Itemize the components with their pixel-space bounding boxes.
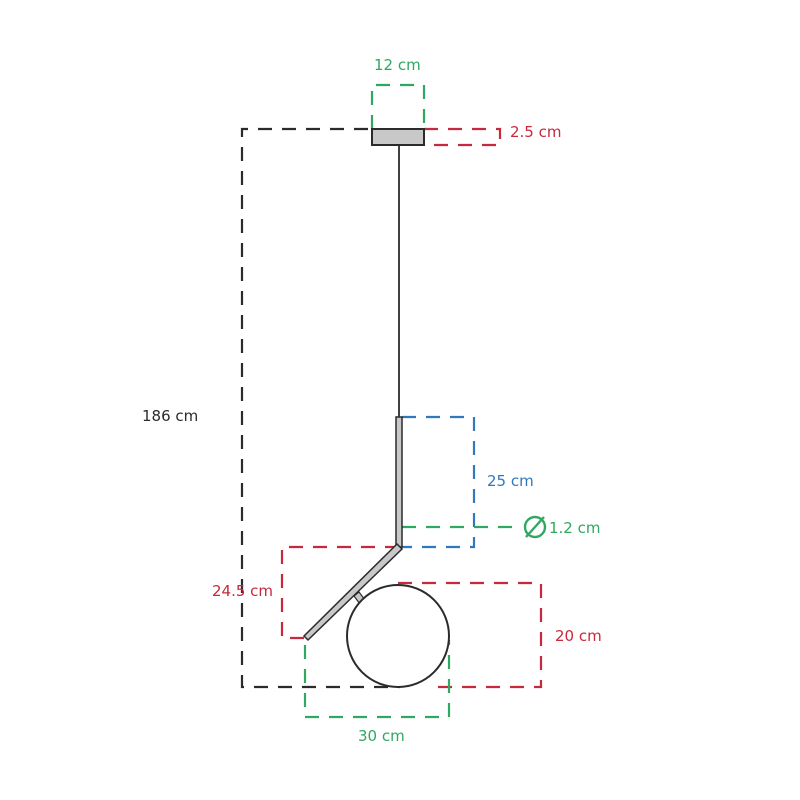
rod-length-guide <box>402 415 476 549</box>
canopy-height-guide <box>424 127 502 147</box>
vertical-rod <box>395 416 403 548</box>
canopy-width-label: 12 cm <box>374 56 421 74</box>
globe <box>346 584 450 688</box>
total-height-label: 186 cm <box>142 407 198 425</box>
arm-drop-guide <box>280 545 399 640</box>
canopy-height-label: 2.5 cm <box>510 123 561 141</box>
diagonal-arm <box>302 542 404 642</box>
globe-diameter-label: 20 cm <box>555 627 602 645</box>
arm-drop-label: 24.5 cm <box>212 582 273 600</box>
total-width-label: 30 cm <box>358 727 405 745</box>
canopy <box>371 128 425 146</box>
canopy-width-guide <box>370 83 426 129</box>
diameter-symbol-icon <box>523 515 547 539</box>
rod-diameter-label: 1.2 cm <box>549 519 600 537</box>
globe-diameter-guide <box>398 581 543 689</box>
rod-length-label: 25 cm <box>487 472 534 490</box>
total-width-guide <box>303 640 451 719</box>
